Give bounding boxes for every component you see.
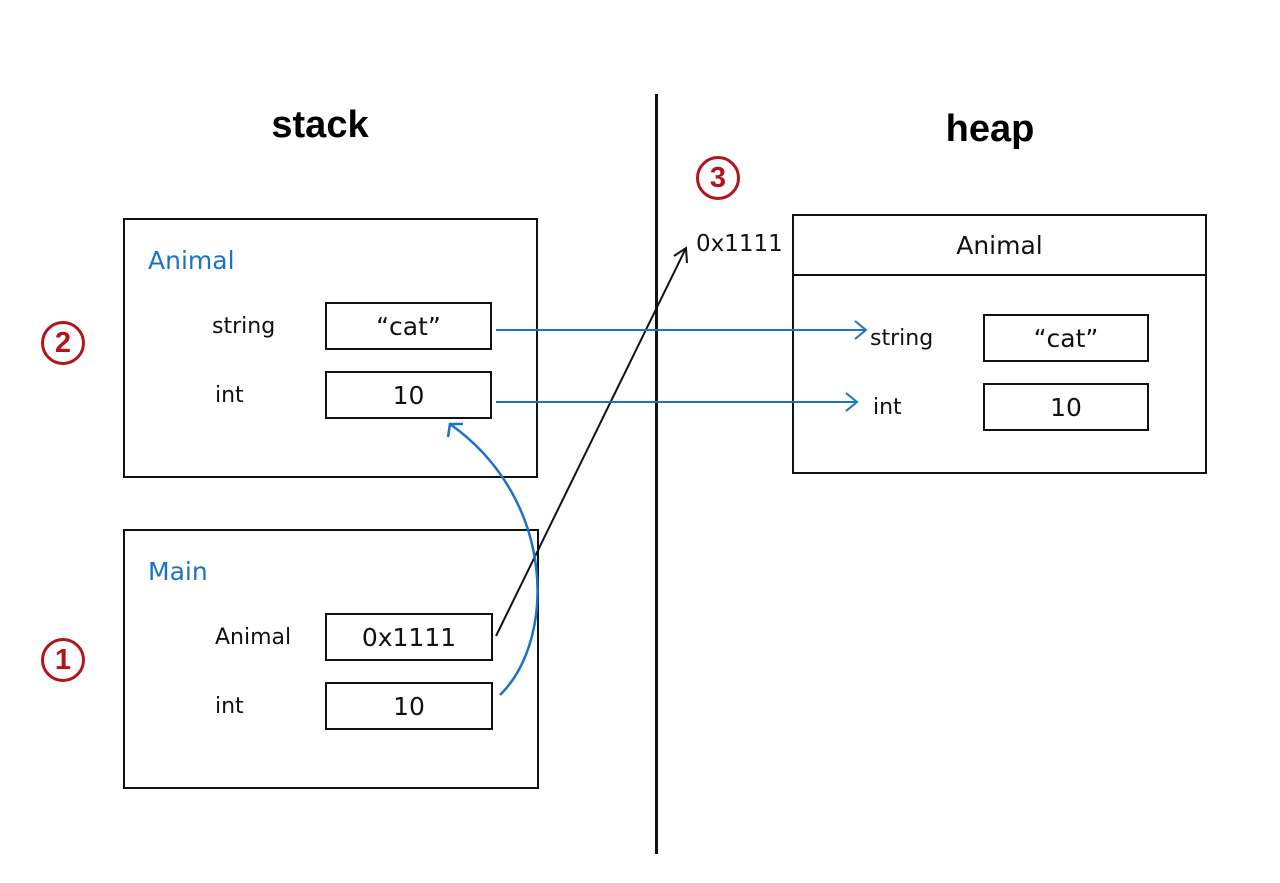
animal-frame-int-label: int (215, 383, 244, 408)
step-2-marker: 2 (41, 321, 85, 365)
main-frame-animal-slot: 0x1111 (325, 613, 493, 661)
main-frame-animal-label: Animal (215, 625, 292, 650)
stack-heap-divider (655, 94, 658, 854)
animal-frame-string-slot: “cat” (325, 302, 492, 350)
main-frame-title: Main (148, 557, 208, 586)
heap-address-label: 0x1111 (696, 231, 783, 257)
heap-int-slot: 10 (983, 383, 1149, 431)
heap-int-label: int (873, 395, 902, 420)
animal-frame-string-label: string (212, 314, 276, 339)
step-3-marker: 3 (696, 156, 740, 200)
stack-heading: stack (271, 104, 369, 146)
step-1-marker: 1 (41, 638, 85, 682)
heap-heading: heap (945, 108, 1035, 150)
heap-string-label: string (870, 326, 934, 351)
animal-frame-int-slot: 10 (325, 371, 492, 419)
heap-object-type: Animal (794, 216, 1205, 276)
animal-frame-title: Animal (148, 246, 235, 275)
main-frame-int-slot: 10 (325, 682, 493, 730)
heap-string-slot: “cat” (983, 314, 1149, 362)
main-frame-int-label: int (215, 694, 244, 719)
